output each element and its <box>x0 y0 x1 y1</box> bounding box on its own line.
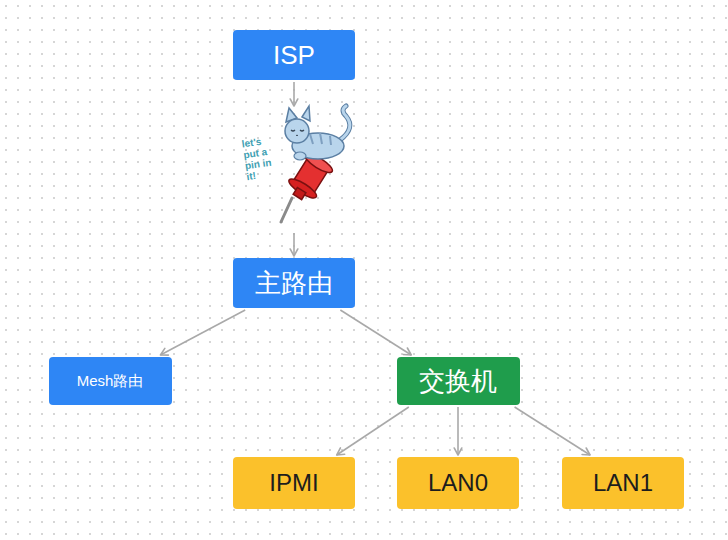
sticker-text: let's put a pin in it! <box>241 134 281 182</box>
port-box: LAN1 <box>562 457 684 509</box>
box-label: 主路由 <box>255 266 333 301</box>
box-label: ISP <box>273 40 315 71</box>
connector-arrow <box>340 310 411 355</box>
source-box: ISP <box>233 30 355 80</box>
router-box: 主路由 <box>233 258 355 308</box>
connector-arrow <box>160 310 245 355</box>
port-box: LAN0 <box>397 457 519 509</box>
switch-box: 交换机 <box>397 357 520 405</box>
connector-arrow <box>454 407 462 455</box>
box-label: 交换机 <box>419 364 497 399</box>
box-label: LAN0 <box>428 469 488 497</box>
connector-arrow <box>290 82 298 256</box>
connector-arrow <box>337 407 409 455</box>
box-label: LAN1 <box>593 469 653 497</box>
connector-arrow <box>515 407 590 455</box>
port-box: IPMI <box>233 457 355 509</box>
mesh-box: Mesh路由 <box>49 357 172 405</box>
box-label: IPMI <box>269 469 318 497</box>
box-label: Mesh路由 <box>77 372 144 391</box>
